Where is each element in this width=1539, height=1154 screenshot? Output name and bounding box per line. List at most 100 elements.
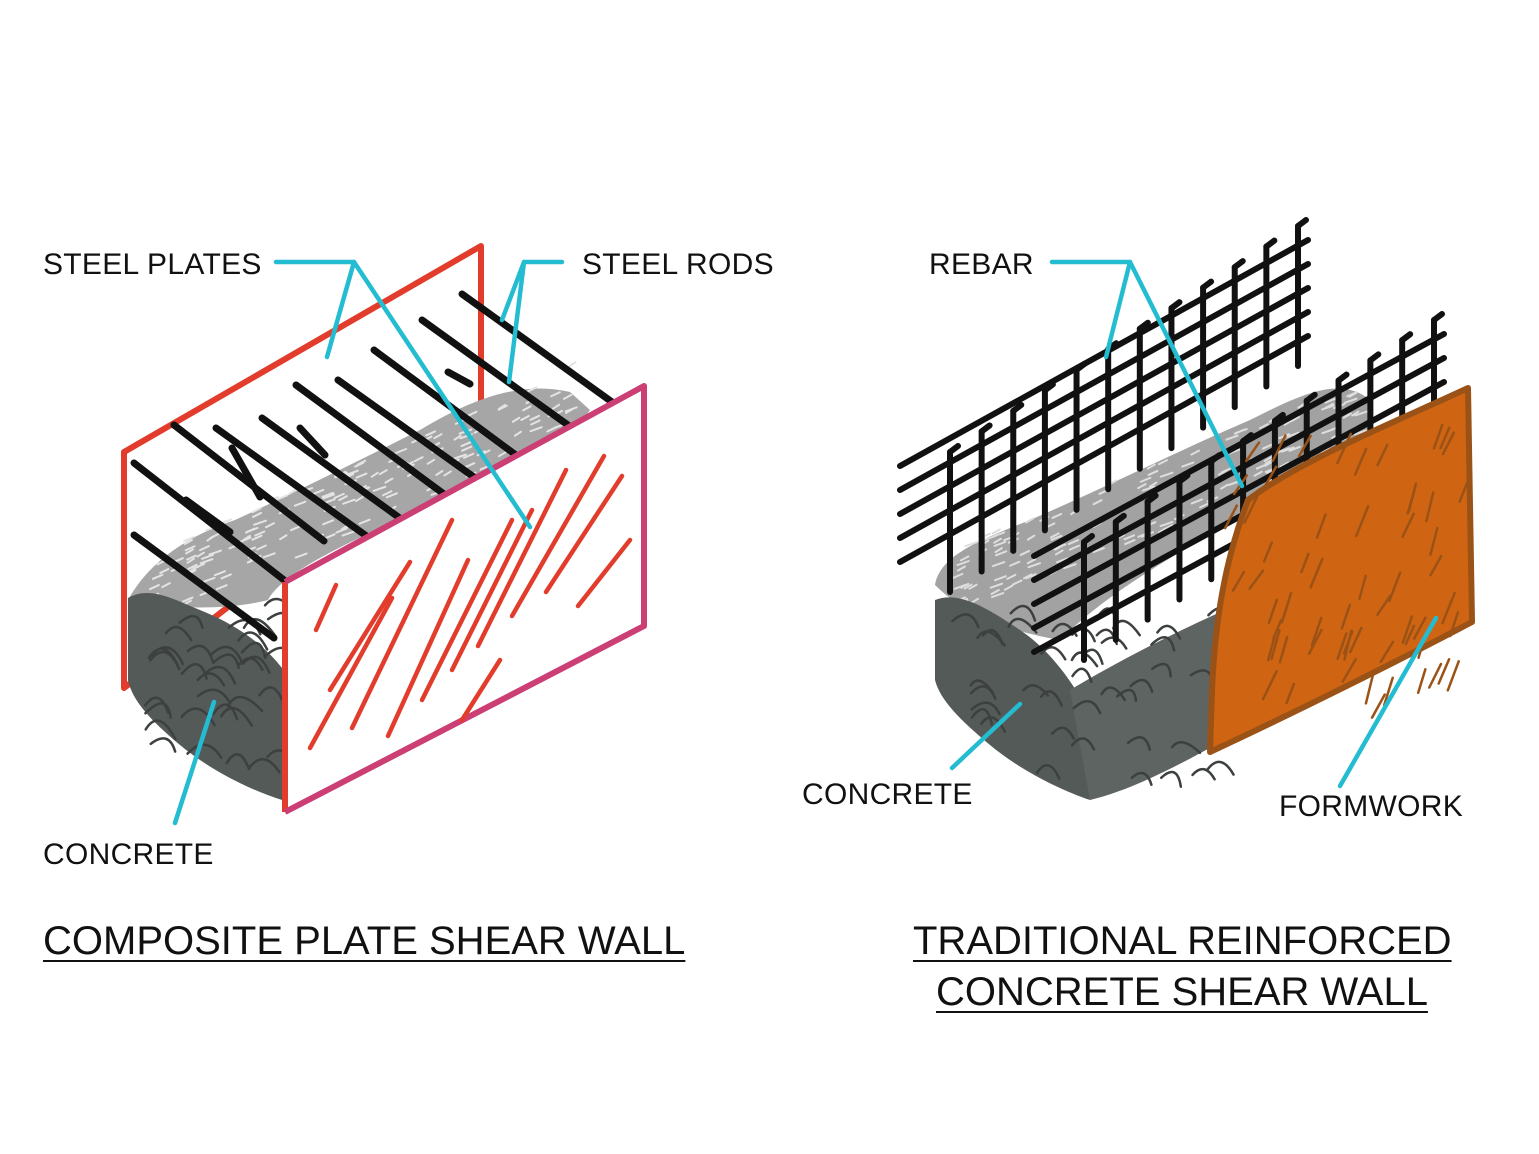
concrete-scribble [1070, 737, 1096, 751]
rebar-hook [1144, 492, 1159, 505]
concrete-scribble [209, 645, 244, 665]
concrete-fleck [370, 471, 379, 478]
concrete-fleck [358, 518, 371, 525]
formwork-stroke [1364, 673, 1375, 705]
formwork-stroke [1280, 591, 1293, 624]
rebar-hook [1431, 311, 1445, 323]
composite-wall-title: COMPOSITE PLATE SHEAR WALL [43, 919, 686, 963]
rebar-hook [1200, 278, 1215, 291]
plate-hatch-stroke [307, 595, 395, 751]
concrete-fleck [149, 584, 160, 591]
formwork-texture [1223, 423, 1471, 719]
formwork-stroke [1315, 513, 1327, 539]
steel-rod [334, 376, 496, 494]
concrete-fleck [1067, 539, 1080, 546]
formwork-stroke [1429, 554, 1443, 577]
concrete-fleck [196, 551, 205, 558]
concrete-fleck [993, 537, 1002, 544]
rebar-horizontal [897, 333, 1311, 565]
concrete-fleck [213, 570, 227, 577]
concrete-fleck [1283, 419, 1293, 426]
steel-plates-leader-2 [351, 259, 533, 530]
steel-rod [296, 424, 329, 459]
concrete-fleck [1276, 447, 1291, 454]
concrete-fleck [959, 555, 970, 562]
concrete-scribble [237, 631, 269, 651]
concrete-leader-right [949, 701, 1023, 771]
formwork-stroke [1262, 541, 1274, 563]
rebar-hook [1176, 472, 1191, 485]
formwork-stroke [1243, 495, 1259, 524]
concrete-scribble [1071, 667, 1093, 684]
rebar-hook [1073, 360, 1088, 373]
formwork-leader [1337, 615, 1439, 789]
rebar-horizontal [1031, 331, 1447, 559]
concrete-fleck [199, 558, 214, 565]
concrete-scribble [144, 702, 172, 719]
rebar-hook [1010, 401, 1025, 414]
concrete-label-left: CONCRETE [43, 838, 214, 871]
concrete-fleck [354, 461, 365, 468]
concrete-scribble [980, 716, 1007, 734]
rc-concrete-front-texture [951, 604, 1235, 788]
concrete-fleck [1253, 470, 1263, 477]
concrete-fleck [287, 489, 297, 496]
concrete-fleck [322, 493, 336, 500]
concrete-fleck [1026, 558, 1037, 565]
plate-hatch-stroke [543, 473, 625, 595]
concrete-fleck [251, 534, 263, 541]
concrete-fleck [1342, 412, 1352, 419]
concrete-fleck [1054, 549, 1064, 556]
concrete-scribble [981, 628, 1004, 646]
concrete-fleck [245, 527, 256, 534]
rebar-horizontal [897, 285, 1311, 517]
formwork-stroke [1231, 570, 1246, 592]
steel-rod [130, 459, 288, 584]
concrete-scribble [1051, 726, 1075, 740]
concrete-fleck [435, 470, 444, 477]
formwork-stroke [1336, 432, 1352, 465]
concrete-scribble [969, 685, 997, 700]
concrete-fleck [1092, 547, 1105, 554]
formwork-stroke [1266, 635, 1276, 662]
concrete-fleck [497, 404, 508, 411]
concrete-fleck [466, 410, 478, 417]
steel-rods-label: STEEL RODS [582, 248, 774, 281]
formwork-stroke [1245, 441, 1261, 463]
concrete-scribble [242, 655, 271, 674]
concrete-fleck [550, 391, 561, 398]
concrete-fleck [425, 430, 437, 437]
formwork-stroke [1406, 489, 1416, 515]
concrete-scribble [242, 618, 277, 638]
rebar-hook [1335, 371, 1350, 384]
concrete-fleck [346, 469, 359, 476]
concrete-fleck [1324, 402, 1335, 409]
concrete-fleck [185, 548, 194, 555]
concrete-fleck [568, 361, 577, 368]
formwork-stroke [1285, 682, 1296, 705]
concrete-fleck [565, 407, 574, 414]
concrete-fleck [262, 552, 276, 559]
steel-rod [228, 444, 264, 501]
concrete-fleck [335, 527, 348, 534]
concrete-scribble [211, 703, 239, 721]
concrete-fleck [551, 403, 561, 410]
formwork-stroke [1376, 594, 1392, 617]
formwork-stroke [1379, 640, 1395, 663]
concrete-fleck [990, 592, 1005, 599]
steel-plates-label: STEEL PLATES [43, 248, 262, 281]
concrete-fleck [1026, 534, 1036, 541]
rebar-hook [1367, 351, 1382, 364]
concrete-scribble [1159, 770, 1183, 788]
plate-hatch-stroke [459, 657, 503, 723]
concrete-scribble [1206, 760, 1235, 776]
formwork-stroke [1437, 658, 1451, 685]
concrete-leader-left [172, 699, 217, 826]
plate-hatch-stroke [475, 467, 569, 649]
concrete-fleck [1147, 469, 1159, 476]
concrete-scribble [1126, 736, 1152, 751]
concrete-scribble [196, 672, 226, 687]
concrete-fleck [453, 434, 462, 441]
concrete-fleck [1024, 517, 1035, 524]
plate-hatch-stroke [349, 517, 455, 731]
